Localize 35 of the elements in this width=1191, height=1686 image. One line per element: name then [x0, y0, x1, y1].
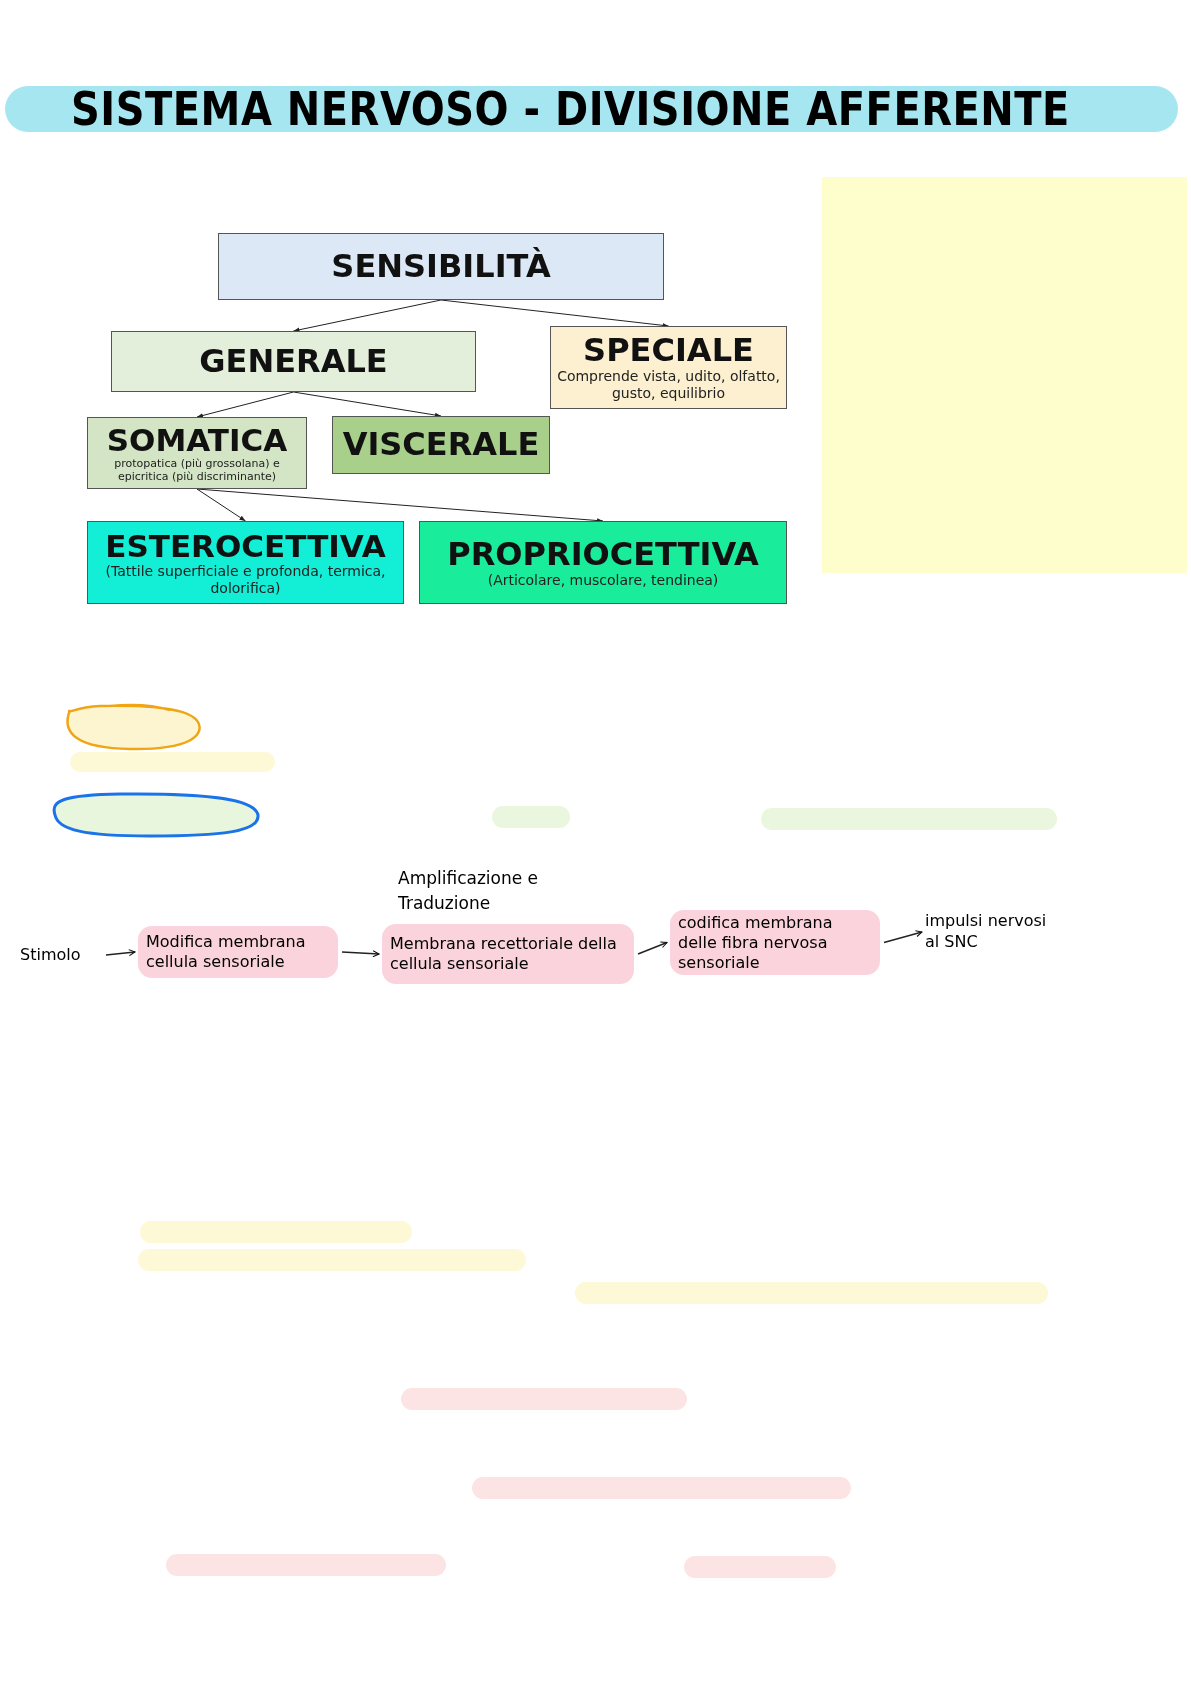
- arrow: [196, 488, 246, 522]
- title: SISTEMA NERVOSO - DIVISIONE AFFERENTE: [71, 82, 1070, 136]
- step-note: Amplificazione e Traduzione: [398, 867, 540, 915]
- box-description: (Tattile superficiale e profonda, termica, dolorifica): [104, 562, 387, 597]
- category-box: [419, 521, 787, 604]
- arrow: [293, 299, 442, 333]
- box-description: Comprende vista, udito, olfatto, gusto, equilibrio: [556, 368, 781, 402]
- flow-text: Stimolo: [20, 942, 102, 968]
- box-heading: GENERALE: [199, 343, 388, 380]
- category-box: [87, 417, 307, 489]
- box-heading: ESTEROCETTIVA: [105, 528, 386, 563]
- box-heading: SPECIALE: [583, 333, 754, 369]
- category-box: [218, 233, 664, 300]
- box-heading: VISCERALE: [342, 427, 540, 463]
- step-text: codifica membrana delle fibra nervosa sensoriale: [678, 912, 834, 973]
- category-box: [332, 416, 550, 474]
- category-box: [87, 521, 404, 604]
- step-text: Membrana recettoriale della cellula sensoriale: [390, 934, 618, 974]
- process-box: [382, 924, 634, 984]
- flow-text: impulsi nervosi al SNC: [925, 908, 1065, 956]
- process-box: [138, 926, 338, 978]
- box-description: (Articolare, muscolare, tendinea): [487, 571, 719, 589]
- arrow: [637, 941, 668, 955]
- box-heading: SOMATICA: [106, 422, 288, 457]
- arrow: [105, 949, 136, 957]
- arrow: [196, 391, 294, 418]
- category-box: [111, 331, 476, 392]
- process-box: [670, 910, 880, 975]
- category-box: [550, 326, 787, 409]
- step-text: Modifica membrana cellula sensoriale: [146, 932, 307, 972]
- arrow: [341, 950, 380, 958]
- box-description: protopatica (più grossolana) e epicritica (più discriminante): [113, 456, 281, 484]
- arrow: [883, 930, 923, 944]
- box-heading: SENSIBILITÀ: [331, 248, 551, 285]
- box-heading: PROPRIOCETTIVA: [447, 536, 759, 572]
